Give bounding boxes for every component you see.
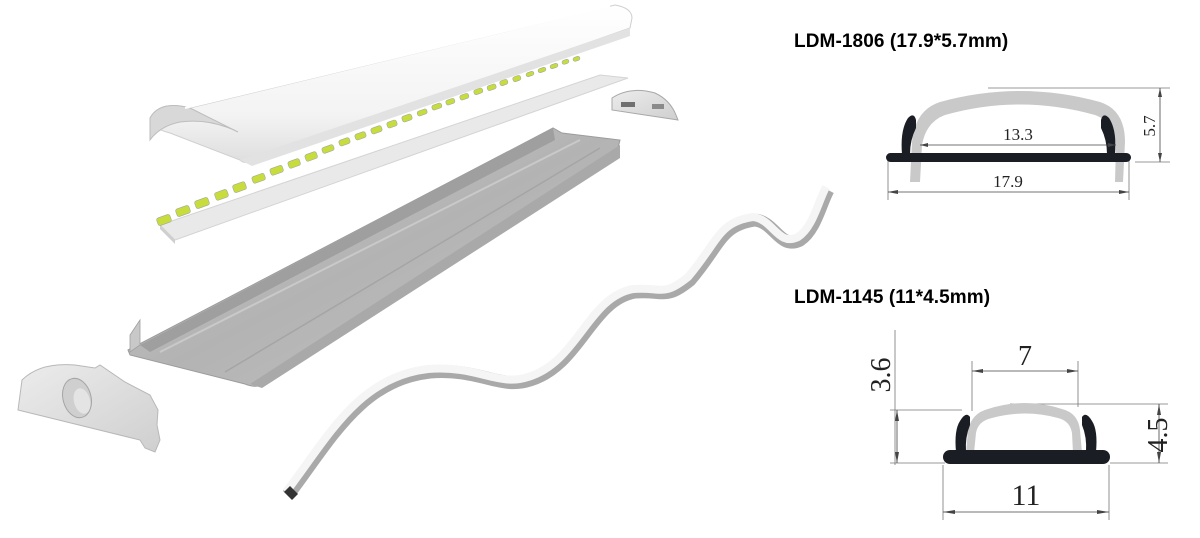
led-chips — [156, 56, 581, 226]
flexible-profile — [282, 185, 834, 500]
model-title-ldm-1806: LDM-1806 (17.9*5.7mm) — [794, 31, 1009, 52]
dim-wall-height: 3.6 — [870, 358, 897, 393]
diffuser-cover — [149, 4, 633, 166]
profile-base-shape — [943, 414, 1110, 464]
dim-width: 17.9 — [993, 172, 1023, 191]
dim-height: 5.7 — [1140, 115, 1159, 137]
model-title-ldm-1145: LDM-1145 (11*4.5mm) — [794, 287, 991, 308]
diffuser-shape — [966, 403, 1082, 453]
dim-inner-width: 13.3 — [1003, 125, 1033, 144]
end-cap-left — [17, 364, 161, 453]
dim-width: 11 — [1012, 479, 1041, 512]
profile-base-shape — [886, 115, 1131, 162]
dim-height: 4.5 — [1143, 418, 1174, 453]
led-strip — [159, 74, 629, 244]
end-cap-right — [611, 89, 679, 121]
exploded-view-illustration — [17, 4, 834, 500]
cross-section-ldm-1806: 13.3 17.9 5.7 — [886, 87, 1170, 200]
cross-section-ldm-1145: 7 3.6 4.5 11 — [870, 330, 1174, 520]
dim-inner-top-width: 7 — [1018, 341, 1032, 372]
aluminum-channel — [127, 127, 621, 388]
